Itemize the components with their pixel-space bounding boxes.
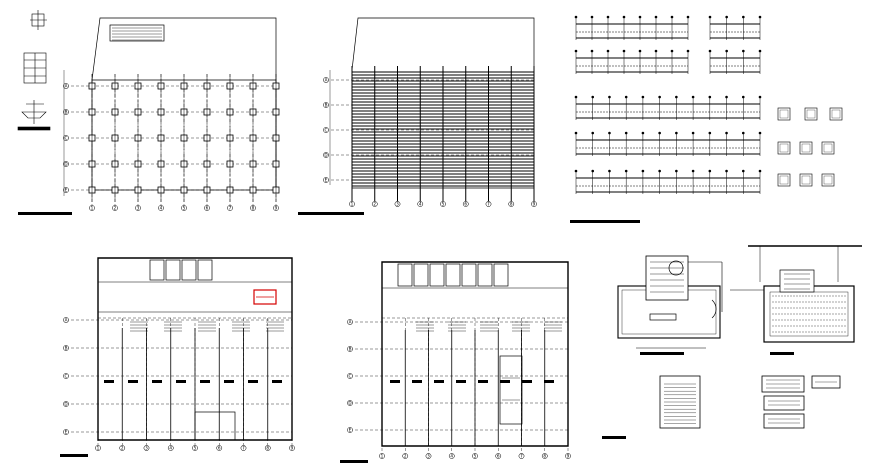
- grid-bubble-label: 3: [396, 202, 399, 207]
- grid-bubble-label: 5: [183, 206, 186, 211]
- grid-bubble-label: 5: [194, 446, 197, 451]
- grid-bubble-label: 3: [145, 446, 148, 451]
- grid-bubble-label: 8: [543, 454, 546, 459]
- grid-bubble-label: B: [65, 346, 68, 351]
- grid-bubble-label: 5: [442, 202, 445, 207]
- grid-bubble-label: 9: [567, 454, 570, 459]
- grid-bubble-label: E: [349, 428, 352, 433]
- grid-bubble-label: 8: [266, 446, 269, 451]
- grid-bubble-label: 2: [373, 202, 376, 207]
- tank-plan-detail: [617, 255, 723, 355]
- slab-framing-plan: 1 2 3 4 5 6 7 8 9 A B C D E: [298, 17, 537, 215]
- grid-bubble-label: 4: [169, 446, 172, 451]
- ground-floor-plan: 1 2 3 4 5 6 7 8 9 A B C D E: [60, 257, 295, 457]
- grid-bubble-label: D: [64, 402, 67, 407]
- grid-bubble-label: D: [64, 162, 67, 167]
- grid-bubble-label: C: [325, 128, 328, 133]
- grid-bubble-label: 7: [520, 454, 523, 459]
- grid-bubble-label: 8: [252, 206, 255, 211]
- grid-bubble-label: A: [65, 84, 68, 89]
- grid-bubble-label: 7: [229, 206, 232, 211]
- grid-bubble-label: 1: [97, 446, 100, 451]
- grid-bubble-label: B: [349, 347, 352, 352]
- grid-bubble-label: 8: [510, 202, 513, 207]
- grid-bubble-label: D: [348, 401, 351, 406]
- grid-bubble-label: 4: [419, 202, 422, 207]
- grid-bubble-label: C: [349, 374, 352, 379]
- grid-bubble-label: 7: [487, 202, 490, 207]
- legend-schedules: [602, 375, 841, 439]
- column-layout-plan: 1 2 3 4 5 6 7 8 9 A B C D E: [18, 17, 280, 215]
- tank-section-detail: [730, 245, 862, 355]
- grid-bubble-label: A: [349, 320, 352, 325]
- grid-bubble-label: 7: [242, 446, 245, 451]
- grid-bubble-label: 1: [91, 206, 94, 211]
- grid-bubble-label: 2: [114, 206, 117, 211]
- grid-bubble-label: 9: [275, 206, 278, 211]
- grid-bubble-label: E: [325, 178, 328, 183]
- grid-bubble-label: E: [65, 430, 68, 435]
- grid-bubble-label: 6: [218, 446, 221, 451]
- grid-bubble-label: 6: [206, 206, 209, 211]
- grid-bubble-label: 4: [450, 454, 453, 459]
- grid-bubble-label: 9: [533, 202, 536, 207]
- structural-detail-column: [17, 10, 51, 131]
- grid-bubble-label: D: [324, 153, 327, 158]
- grid-bubble-label: 3: [137, 206, 140, 211]
- grid-bubble-label: B: [65, 110, 68, 115]
- grid-bubble-label: E: [65, 188, 68, 193]
- grid-bubble-label: 6: [464, 202, 467, 207]
- grid-bubble-label: C: [65, 136, 68, 141]
- grid-bubble-label: A: [65, 318, 68, 323]
- grid-bubble-label: B: [325, 103, 328, 108]
- grid-bubble-label: 9: [291, 446, 294, 451]
- grid-bubble-label: 3: [427, 454, 430, 459]
- grid-bubble-label: 1: [381, 454, 384, 459]
- grid-bubble-label: C: [65, 374, 68, 379]
- highlighted-fixture: [253, 289, 277, 305]
- grid-bubble-label: 5: [474, 454, 477, 459]
- grid-bubble-label: 2: [121, 446, 124, 451]
- grid-bubble-label: 4: [160, 206, 163, 211]
- first-floor-plan: 1 2 3 4 5 6 7 8 9 A B C D E: [340, 261, 571, 463]
- grid-bubble-label: 6: [497, 454, 500, 459]
- grid-bubble-label: 2: [404, 454, 407, 459]
- grid-bubble-label: A: [325, 78, 328, 83]
- beam-elevations: [570, 15, 843, 223]
- grid-bubble-label: 1: [351, 202, 354, 207]
